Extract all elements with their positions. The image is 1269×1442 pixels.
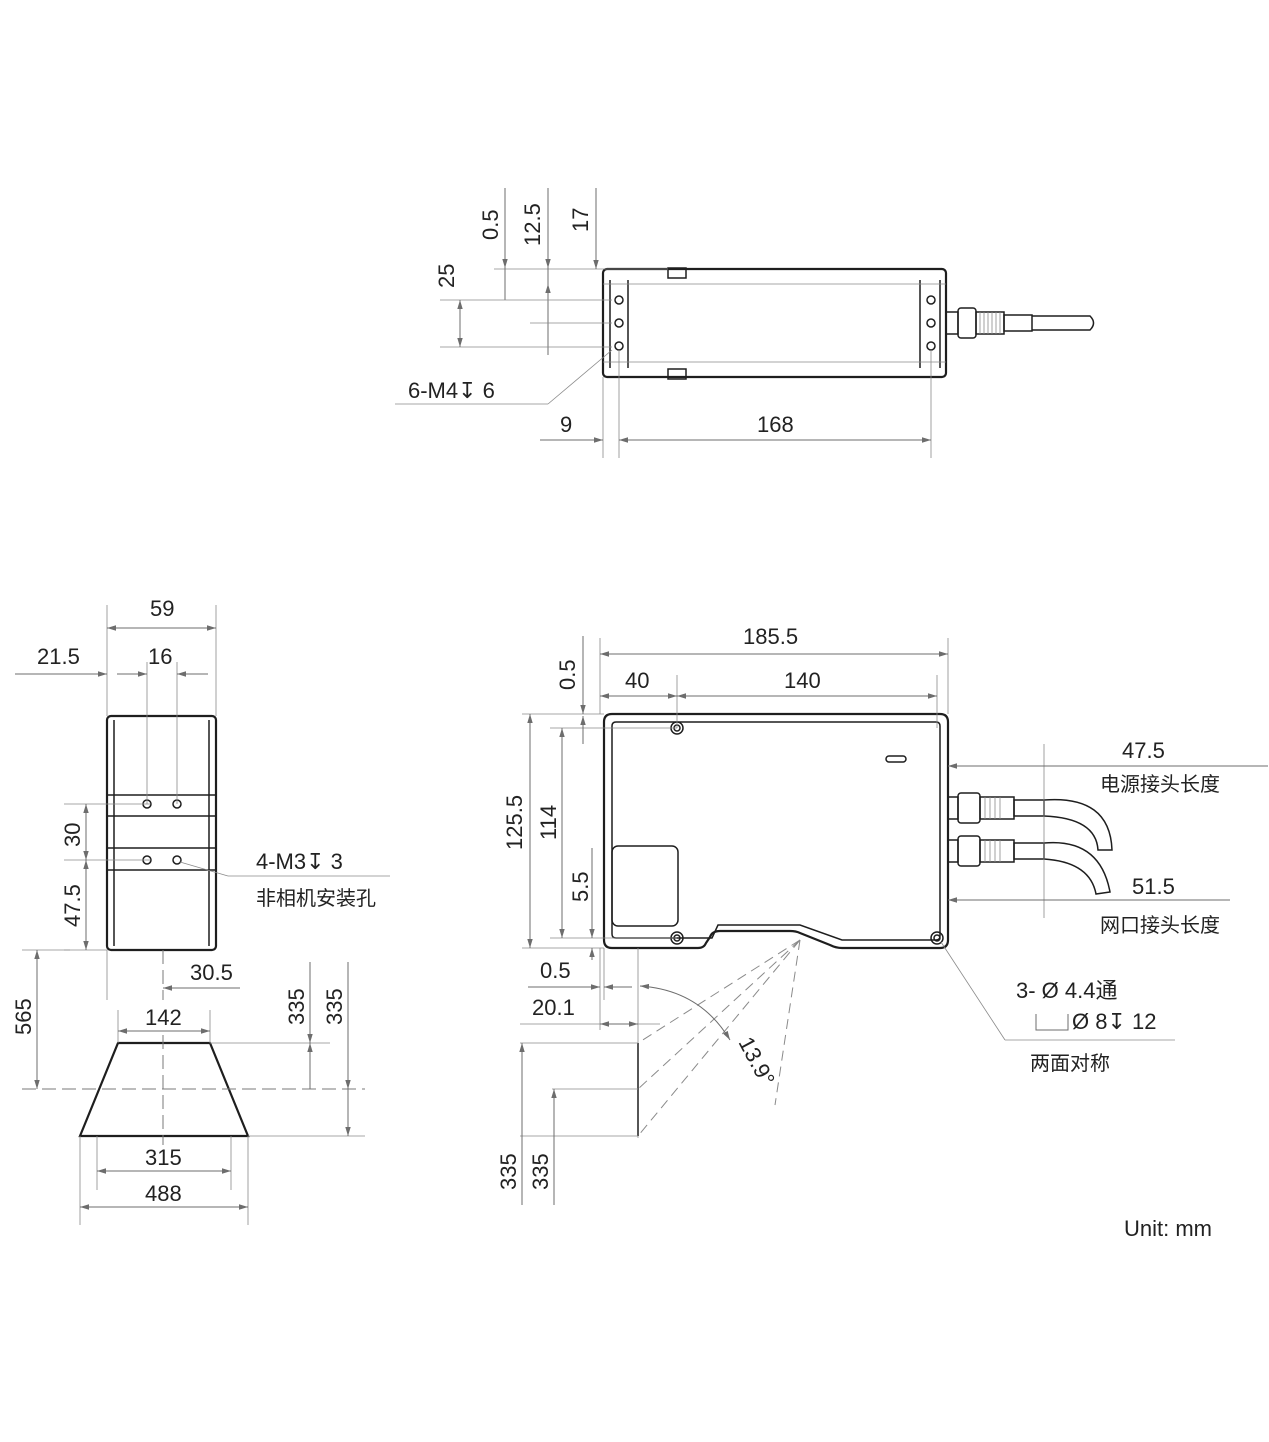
dim-114: 114: [536, 805, 561, 840]
counterbore-callout: Ø 8↧ 12: [1072, 1009, 1156, 1034]
dim-5-5: 5.5: [568, 871, 593, 902]
dim-315: 315: [145, 1145, 182, 1170]
top-view-housing: [601, 267, 948, 379]
power-connector-length-label: 电源接头长度: [1100, 772, 1220, 796]
dim-335-front-b: 335: [528, 1153, 553, 1190]
dim-59: 59: [150, 596, 174, 621]
dim-40: 40: [625, 668, 649, 693]
dim-140: 140: [784, 668, 821, 693]
network-connector-length-label: 网口接头长度: [1100, 913, 1220, 937]
status-led: [885, 755, 907, 763]
dim-30: 30: [60, 823, 85, 847]
top-connector: [945, 307, 1095, 339]
callout-4-m3-holes: 4-M3↧ 3: [256, 849, 343, 874]
dim-335-side-a: 335: [284, 988, 309, 1025]
callout-non-camera-holes: 非相机安装孔: [256, 886, 376, 910]
callout-6-m4-holes: 6-M4↧ 6: [408, 378, 495, 403]
laser-fan: 13.9°: [637, 939, 801, 1137]
dim-47-5-power: 47.5: [1122, 738, 1165, 763]
dim-142: 142: [145, 1005, 182, 1030]
counterbore-icon: [1035, 1014, 1069, 1031]
dim-335-side-b: 335: [322, 988, 347, 1025]
symmetry-note: 两面对称: [1030, 1051, 1110, 1075]
dim-12-5: 12.5: [520, 203, 545, 246]
dim-16: 16: [148, 644, 172, 669]
dim-47-5-side: 47.5: [60, 884, 85, 927]
side-view-housing: [105, 714, 218, 952]
dim-25: 25: [434, 264, 459, 288]
dim-0-5-front-bottom: 0.5: [540, 958, 571, 983]
dim-125-5: 125.5: [502, 795, 527, 850]
dim-17: 17: [568, 208, 593, 232]
dim-0-5-top: 0.5: [478, 209, 503, 240]
dim-51-5-network: 51.5: [1132, 874, 1175, 899]
mount-hole: [614, 295, 624, 305]
front-view: 185.5 40 140 0.5 125.5 114 5.5 0.5 20.1: [496, 624, 1268, 1205]
side-view: 59 21.5 16 30 47.5 4-M3↧ 3 非相机安装孔 30.5 5…: [11, 596, 390, 1225]
network-connector: [947, 835, 1111, 895]
front-view-housing: [602, 712, 950, 950]
lens-window: [611, 845, 679, 927]
top-view: 0.5 12.5 17 25 6-M4↧ 6 9 168: [395, 188, 1095, 458]
power-connector: [947, 792, 1113, 851]
dim-9: 9: [560, 412, 572, 437]
dim-30-5: 30.5: [190, 960, 233, 985]
dim-488: 488: [145, 1181, 182, 1206]
dim-335-front-a: 335: [496, 1153, 521, 1190]
unit-label: Unit: mm: [1124, 1216, 1212, 1241]
dim-565: 565: [11, 998, 36, 1035]
thru-hole-callout: 3- Ø 4.4通: [1016, 978, 1117, 1003]
dim-185-5: 185.5: [743, 624, 798, 649]
dim-0-5-front-top: 0.5: [555, 659, 580, 690]
dim-21-5: 21.5: [37, 644, 80, 669]
dim-13-9-deg: 13.9°: [734, 1033, 780, 1090]
mount-hole: [614, 318, 624, 328]
dim-168: 168: [757, 412, 794, 437]
dim-20-1: 20.1: [532, 995, 575, 1020]
